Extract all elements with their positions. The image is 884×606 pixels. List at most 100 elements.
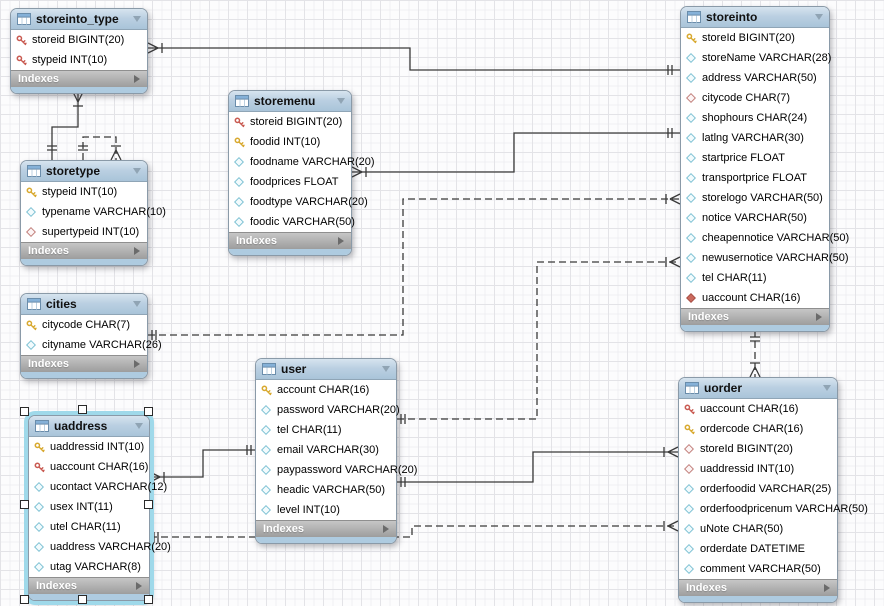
indexes-footer[interactable]: Indexes [229,232,351,249]
column-row[interactable]: transportprice FLOAT [681,168,829,188]
indexes-footer[interactable]: Indexes [681,308,829,325]
selection-handle-mid-right[interactable] [144,500,153,509]
selection-handle-mid-left[interactable] [20,500,29,509]
column-row[interactable]: citycode CHAR(7) [681,88,829,108]
column-row[interactable]: ucontact VARCHAR(12) [29,477,167,497]
column-row[interactable]: startprice FLOAT [681,148,829,168]
column-row[interactable]: newusernotice VARCHAR(50) [681,248,849,268]
table-header[interactable]: storemenu [229,91,351,112]
relationship-uaddress-uorder[interactable] [150,520,679,542]
relationship-user-storeinto[interactable] [397,256,681,424]
column-row[interactable]: uaccount CHAR(16) [679,399,837,419]
column-row[interactable]: uaccount CHAR(16) [681,288,829,308]
table-uaddress[interactable]: uaddress uaddressid INT(10)uaccount CHAR… [28,415,171,601]
table-header[interactable]: uaddress [29,416,149,437]
column-row[interactable]: storeid BIGINT(20) [229,112,351,132]
column-row[interactable]: account CHAR(16) [256,380,396,400]
collapse-triangle-icon[interactable] [135,423,143,429]
relationship-storeinto-storemenu[interactable] [351,128,680,178]
column-row[interactable]: citycode CHAR(7) [21,315,147,335]
column-row[interactable]: orderdate DATETIME [679,539,837,559]
column-row[interactable]: foodname VARCHAR(20) [229,152,375,172]
column-row[interactable]: storeid BIGINT(20) [11,30,147,50]
column-row[interactable]: uaddress VARCHAR(20) [29,537,171,557]
table-storeinto[interactable]: storeinto storeId BIGINT(20)storeName VA… [680,6,849,332]
table-header[interactable]: user [256,359,396,380]
column-row[interactable]: cheapennotice VARCHAR(50) [681,228,849,248]
indexes-footer[interactable]: Indexes [11,70,147,87]
column-row[interactable]: usex INT(11) [29,497,149,517]
table-cities[interactable]: cities citycode CHAR(7)cityname VARCHAR(… [20,293,162,379]
column-row[interactable]: tel CHAR(11) [256,420,396,440]
column-row[interactable]: storeName VARCHAR(28) [681,48,831,68]
column-row[interactable]: password VARCHAR(20) [256,400,400,420]
column-row[interactable]: headic VARCHAR(50) [256,480,396,500]
column-row[interactable]: storelogo VARCHAR(50) [681,188,829,208]
collapse-triangle-icon[interactable] [133,168,141,174]
table-storemenu[interactable]: storemenu storeid BIGINT(20)foodid INT(1… [228,90,375,256]
selection-handle-bottom-right[interactable] [144,595,153,604]
table-user[interactable]: user account CHAR(16)password VARCHAR(20… [255,358,417,544]
column-row[interactable]: stypeid INT(10) [11,50,147,70]
relationship-user-uorder[interactable] [397,446,679,487]
column-row[interactable]: uNote CHAR(50) [679,519,837,539]
selection-handle-bottom-left[interactable] [20,595,29,604]
table-header[interactable]: storetype [21,161,147,182]
column-row[interactable]: notice VARCHAR(50) [681,208,829,228]
column-row[interactable]: level INT(10) [256,500,396,520]
indexes-footer[interactable]: Indexes [29,577,149,594]
selection-handle-top-mid[interactable] [78,405,87,414]
column-row[interactable]: ordercode CHAR(16) [679,419,837,439]
table-storeinto_type[interactable]: storeinto_type storeid BIGINT(20)stypeid… [10,8,148,94]
relationship-storeinto-storeinto_type[interactable] [147,42,680,75]
column-row[interactable]: email VARCHAR(30) [256,440,396,460]
selection-handle-top-right[interactable] [144,407,153,416]
column-row[interactable]: utel CHAR(11) [29,517,149,537]
column-row[interactable]: foodic VARCHAR(50) [229,212,355,232]
relationship-storetype-self[interactable] [78,136,122,161]
table-uorder[interactable]: uorder uaccount CHAR(16)ordercode CHAR(1… [678,377,868,603]
column-row[interactable]: foodtype VARCHAR(20) [229,192,368,212]
column-row[interactable]: comment VARCHAR(50) [679,559,837,579]
table-header[interactable]: storeinto [681,7,829,28]
collapse-triangle-icon[interactable] [823,385,831,391]
relationship-user-uaddress[interactable] [149,445,255,483]
column-row[interactable]: cityname VARCHAR(26) [21,335,162,355]
column-row[interactable]: supertypeid INT(10) [21,222,147,242]
collapse-triangle-icon[interactable] [337,98,345,104]
table-header[interactable]: storeinto_type [11,9,147,30]
column-row[interactable]: tel CHAR(11) [681,268,829,288]
selection-handle-top-left[interactable] [20,407,29,416]
column-row[interactable]: uaddressid INT(10) [679,459,837,479]
column-row[interactable]: address VARCHAR(50) [681,68,829,88]
relationship-cities-storeinto[interactable] [148,193,681,340]
column-row[interactable]: foodid INT(10) [229,132,351,152]
column-row[interactable]: storeId BIGINT(20) [679,439,837,459]
collapse-triangle-icon[interactable] [133,16,141,22]
collapse-triangle-icon[interactable] [133,301,141,307]
relationship-storetype-storeinto_type[interactable] [47,91,84,160]
table-header[interactable]: uorder [679,378,837,399]
relationship-storeinto-uorder[interactable] [749,330,761,378]
column-row[interactable]: uaddressid INT(10) [29,437,149,457]
column-row[interactable]: uaccount CHAR(16) [29,457,149,477]
column-row[interactable]: orderfoodid VARCHAR(25) [679,479,837,499]
selection-handle-bottom-mid[interactable] [78,595,87,604]
column-row[interactable]: orderfoodpricenum VARCHAR(50) [679,499,868,519]
column-row[interactable]: paypassword VARCHAR(20) [256,460,417,480]
table-storetype[interactable]: storetype stypeid INT(10)typename VARCHA… [20,160,166,266]
indexes-footer[interactable]: Indexes [21,242,147,259]
column-row[interactable]: latlng VARCHAR(30) [681,128,829,148]
table-header[interactable]: cities [21,294,147,315]
indexes-footer[interactable]: Indexes [679,579,837,596]
indexes-footer[interactable]: Indexes [256,520,396,537]
column-row[interactable]: stypeid INT(10) [21,182,147,202]
column-row[interactable]: shophours CHAR(24) [681,108,829,128]
indexes-footer[interactable]: Indexes [21,355,147,372]
column-row[interactable]: foodprices FLOAT [229,172,351,192]
column-row[interactable]: typename VARCHAR(10) [21,202,166,222]
collapse-triangle-icon[interactable] [815,14,823,20]
column-row[interactable]: storeId BIGINT(20) [681,28,829,48]
collapse-triangle-icon[interactable] [382,366,390,372]
